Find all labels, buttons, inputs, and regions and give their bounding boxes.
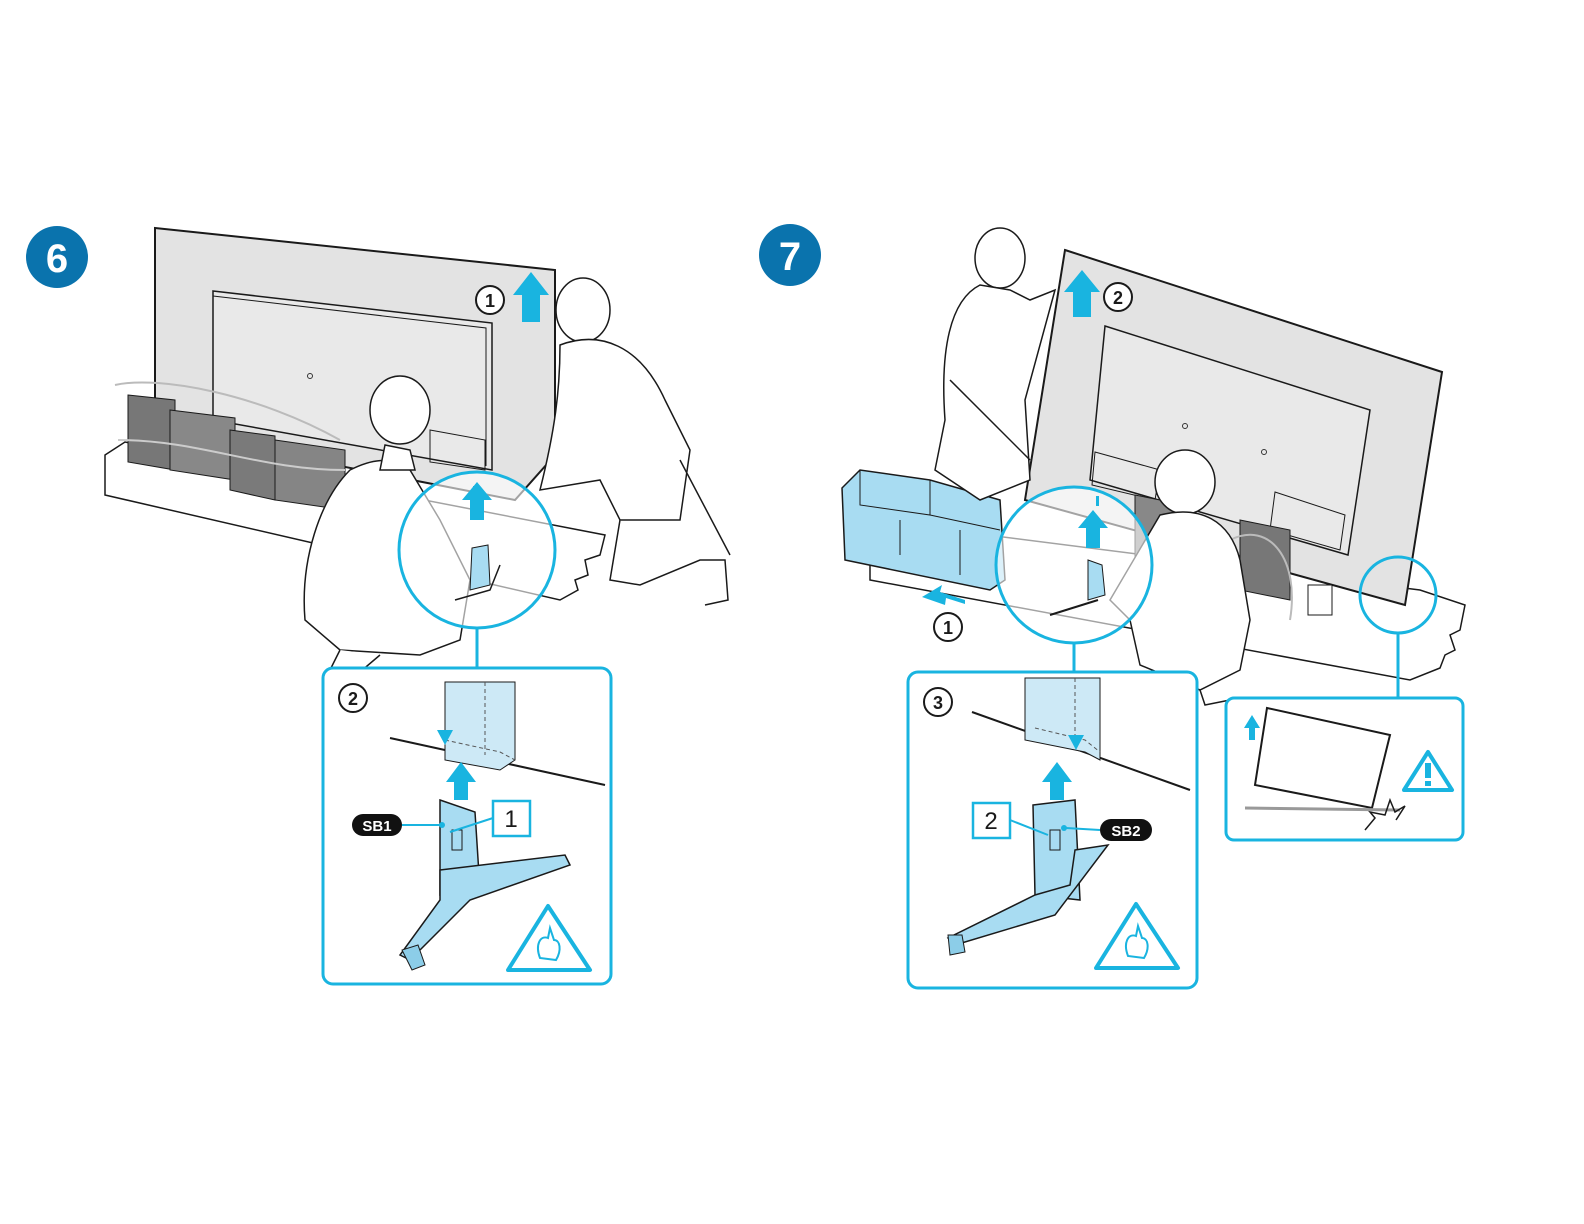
svg-text:6: 6 <box>46 237 68 281</box>
svg-text:2: 2 <box>1113 288 1123 308</box>
step-6-detail-panel: 2 SB1 <box>323 668 611 984</box>
step-7-zoom-circle <box>996 487 1152 672</box>
step-7-substep-2-label: 2 <box>1104 283 1132 311</box>
step-7-substep-1-label: 1 <box>934 613 962 641</box>
step-6-substep-1-label: 1 <box>476 286 504 314</box>
svg-text:2: 2 <box>348 689 358 709</box>
svg-text:1: 1 <box>943 618 953 638</box>
step-7-detail-panel: 3 SB2 2 <box>908 672 1197 988</box>
svg-text:1: 1 <box>504 806 517 833</box>
step-7-badge: 7 <box>759 224 821 286</box>
step-7-substep-3-label: 3 <box>924 688 952 716</box>
step-7-caution-panel <box>1226 698 1463 840</box>
svg-text:1: 1 <box>485 291 495 311</box>
step-6-substep-2-label: 2 <box>339 684 367 712</box>
step-6-badge: 6 <box>26 226 88 288</box>
svg-text:SB1: SB1 <box>362 818 391 835</box>
step-7: 7 1 <box>759 224 1465 988</box>
svg-text:2: 2 <box>984 808 997 835</box>
svg-text:7: 7 <box>779 235 801 279</box>
step-6: 6 <box>26 226 730 984</box>
svg-text:SB2: SB2 <box>1111 823 1140 840</box>
svg-text:3: 3 <box>933 693 943 713</box>
